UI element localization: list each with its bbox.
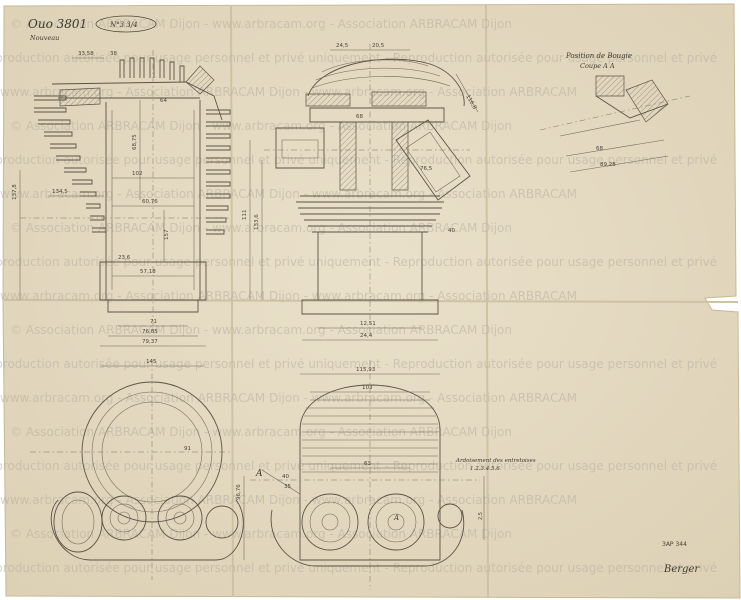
dim-label: 134,5 — [52, 189, 68, 195]
dim-label: 40 — [448, 228, 455, 234]
cylinder-plan-view-left: 145 91 — [30, 359, 244, 580]
dim-label: 24,5 — [336, 43, 349, 49]
section-marker-a2: A — [393, 514, 399, 522]
dim-label: 76,85 — [142, 329, 158, 335]
watermark-line: Reproduction autorisée pour usage person… — [0, 153, 717, 167]
watermark-line: www.arbracam.org - Association ARBRACAM … — [0, 391, 577, 405]
hole-note-line1: Ardoisement des entretoises — [455, 458, 536, 464]
dim-label: 111 — [242, 210, 248, 221]
dim-label: 103 — [362, 385, 373, 391]
dim-label: 145 — [146, 359, 157, 365]
dim-label: 20,5 — [372, 43, 385, 49]
dim-label: 91 — [184, 446, 191, 452]
cylinder-side-section: 33,58 38 68,75 102 64 134,5 60,76 157 23… — [12, 50, 231, 347]
watermark-line: Reproduction autorisée pour usage person… — [0, 561, 717, 575]
watermark-line: www.arbracam.org - Association ARBRACAM … — [0, 187, 577, 201]
dim-label: 157 — [164, 229, 170, 240]
dim-label: 63 — [364, 461, 371, 467]
title-block: Ouo 3801 Nouveau N°3 3/4 — [28, 15, 157, 42]
dim-label: 64 — [160, 98, 167, 104]
dim-label: 68 — [356, 114, 363, 120]
watermark-line: © Association ARBRACAM Dijon - www.arbra… — [10, 527, 512, 541]
dim-label: 71 — [150, 319, 157, 325]
dim-label: 137,8 — [12, 184, 18, 200]
dim-label: 2,5 — [478, 512, 484, 520]
dim-label: 133,6 — [254, 214, 260, 230]
watermark-line: Reproduction autorisée pour usage person… — [0, 51, 717, 65]
stamp-ellipse — [95, 15, 157, 33]
spark-plug-section: Position de Bougie Coupe A A 68 89,28 — [539, 52, 691, 173]
hole-note: Ardoisement des entretoises 1.2.3.4.5.6 … — [455, 458, 536, 540]
watermark-line: © Association ARBRACAM Dijon - www.arbra… — [10, 323, 512, 337]
dim-label: 115,93 — [356, 367, 376, 373]
watermark-line: www.arbracam.org - Association ARBRACAM … — [0, 493, 577, 507]
drawing-sub-reference: Nouveau — [29, 34, 59, 42]
dim-label: 57,18 — [140, 269, 156, 275]
signature: Berger — [663, 564, 700, 575]
dim-label: 12,51 — [360, 321, 376, 327]
dim-label: 60,76 — [142, 199, 158, 205]
dim-label: 38 — [110, 51, 117, 57]
dim-label: 102 — [132, 171, 143, 177]
watermark-line: © Association ARBRACAM Dijon - www.arbra… — [10, 221, 512, 235]
dim-label: 89,28 — [600, 162, 616, 168]
watermark-line: Reproduction autorisée pour usage person… — [0, 459, 717, 473]
dim-label: 40 — [282, 474, 289, 480]
dim-label: 79,37 — [142, 339, 158, 345]
cylinder-front-section: 24,5 20,5 111 133,6 76,5 68 12,51 24,4 4… — [242, 43, 479, 341]
dim-label: 68,75 — [132, 134, 138, 150]
dim-label: 68 — [596, 146, 603, 152]
section-title-line1: Position de Bougie — [565, 52, 632, 60]
cylinder-head-top-view: 115,93 103 63 96,76 40 35 A A — [236, 360, 480, 590]
watermark-line: Reproduction autorisée pour usage person… — [0, 255, 717, 269]
watermark-line: www.arbracam.org - Association ARBRACAM … — [0, 85, 577, 99]
dim-label: 23,6 — [118, 255, 131, 261]
watermark-line: © Association ARBRACAM Dijon - www.arbra… — [10, 425, 512, 439]
corner-code: 3AP 344 — [662, 541, 687, 548]
section-marker-a: A — [255, 469, 263, 479]
dim-label: 96,76 — [236, 484, 242, 500]
watermark: © Association ARBRACAM Dijon - www.arbra… — [0, 17, 717, 575]
watermark-line: © Association ARBRACAM Dijon - www.arbra… — [10, 17, 512, 31]
dim-label: 24,4 — [360, 333, 373, 339]
watermark-line: © Association ARBRACAM Dijon - www.arbra… — [10, 119, 512, 133]
dim-label: 35 — [284, 484, 291, 490]
watermark-line: www.arbracam.org - Association ARBRACAM … — [0, 289, 577, 303]
stamp-text: N°3 3/4 — [109, 21, 138, 29]
section-title-line2: Coupe A A — [580, 62, 615, 70]
drawing-reference: Ouo 3801 — [28, 17, 87, 31]
hole-note-line2: 1.2.3.4.5.6 — [470, 466, 500, 472]
watermark-line: Reproduction autorisée pour usage person… — [0, 357, 717, 371]
dim-label: 76,5 — [420, 166, 433, 172]
dim-label: 33,58 — [78, 51, 94, 57]
